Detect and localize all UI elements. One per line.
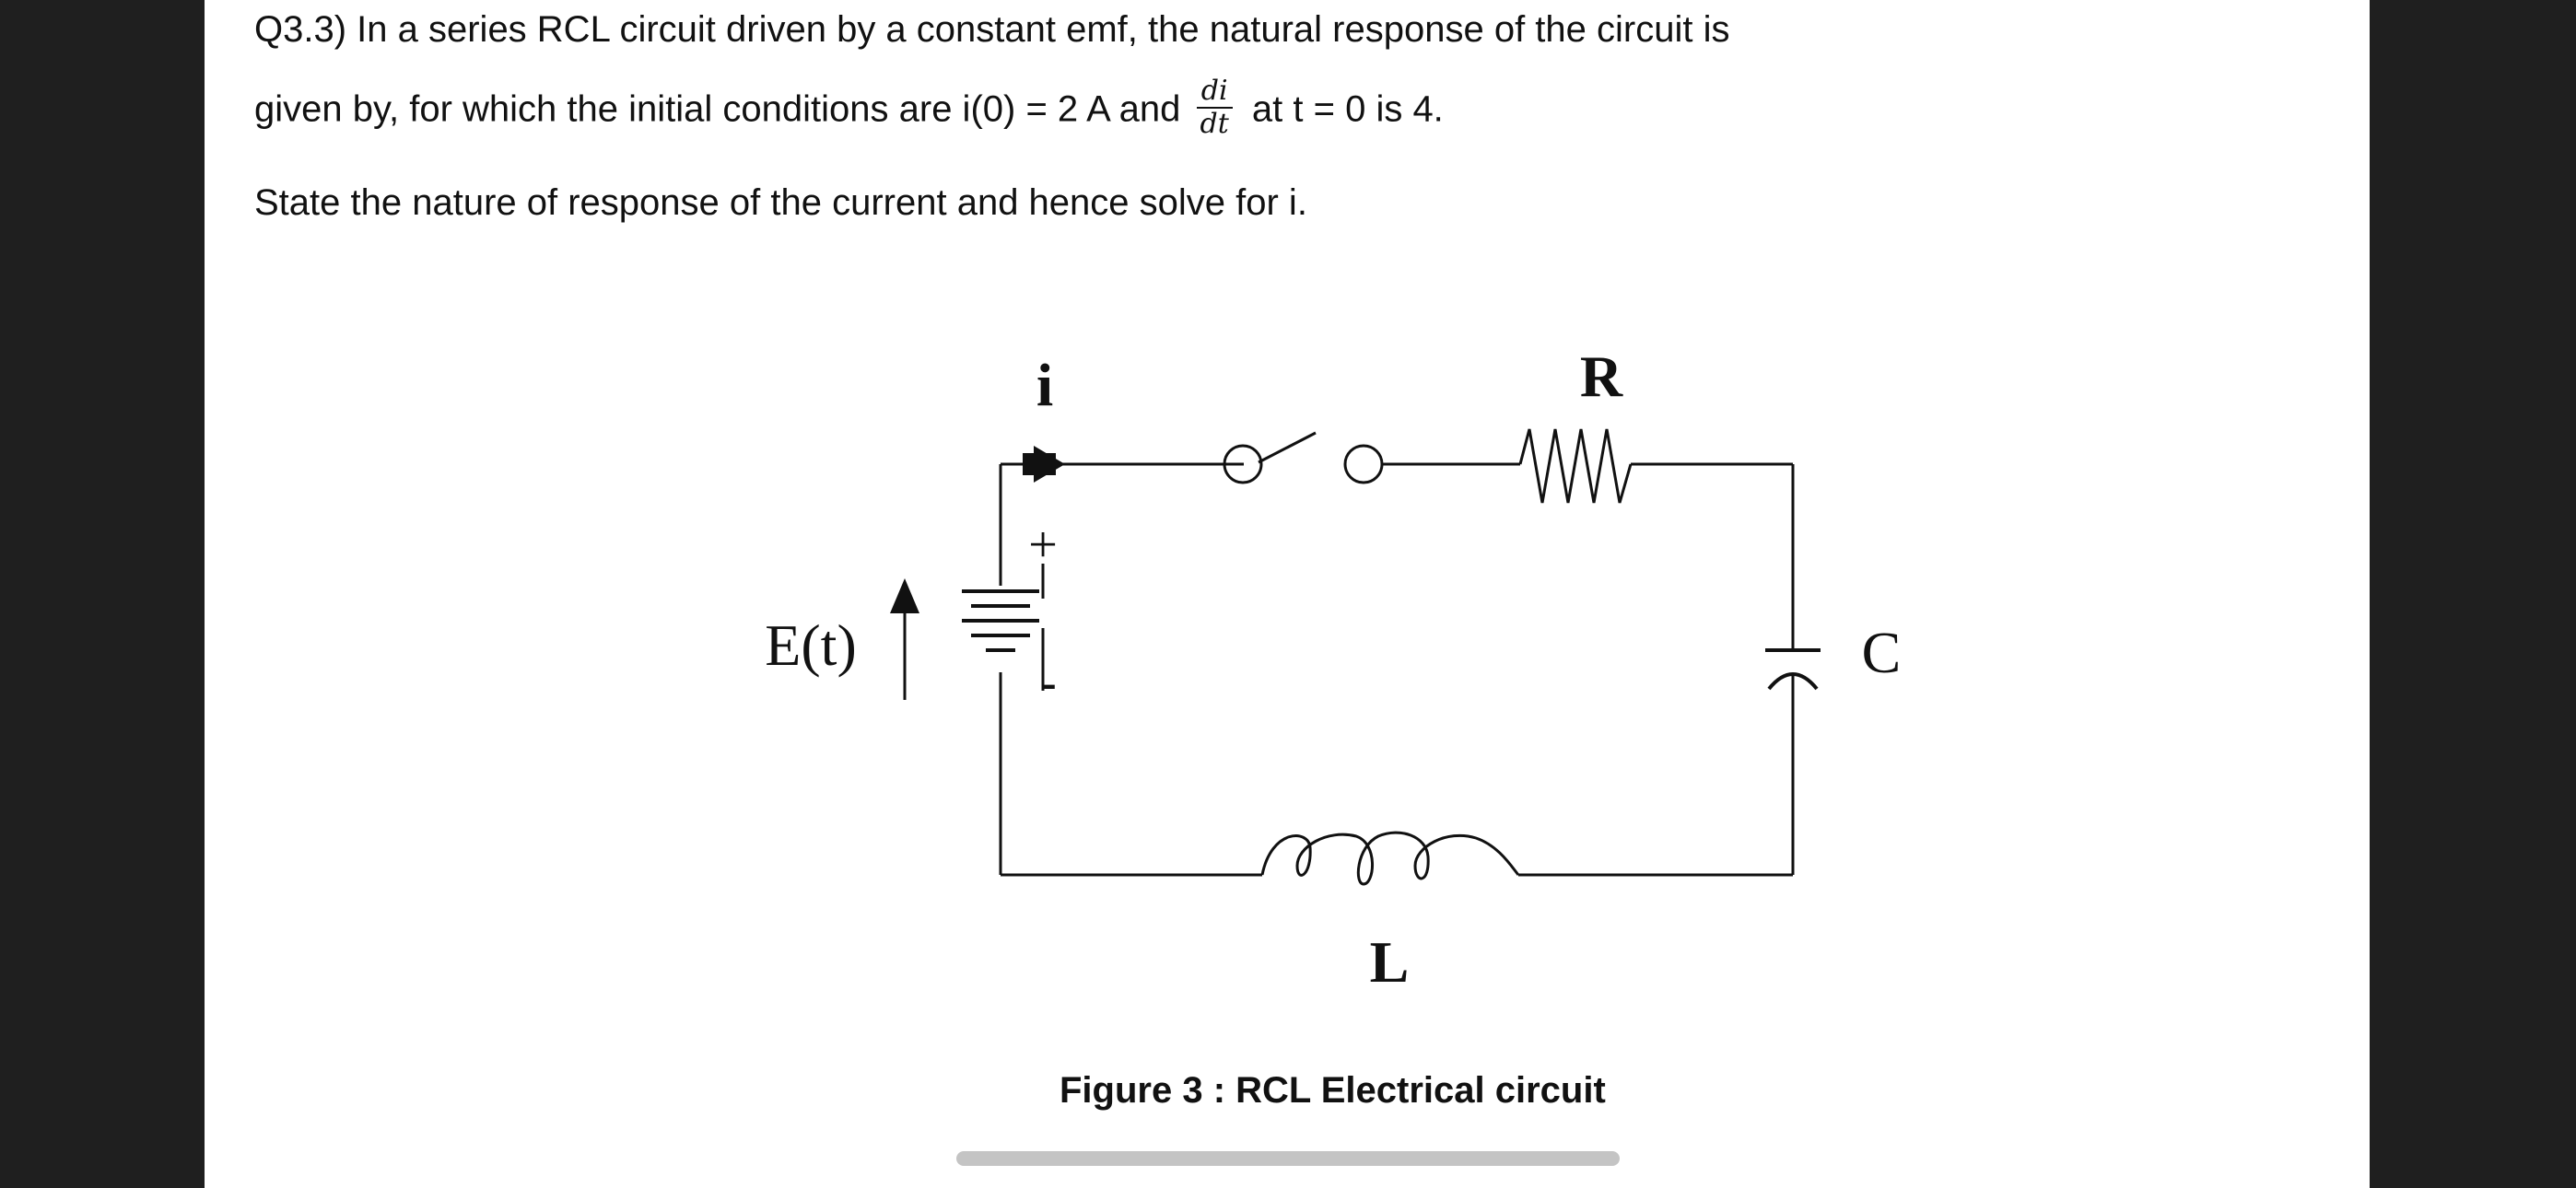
question-line-2: given by, for which the initial conditio… [254,76,1444,144]
source-label: E(t) [765,612,857,678]
capacitor-label: C [1862,620,1902,685]
resistor-zigzag [1518,428,1633,504]
document-page [205,0,2370,1188]
switch-contact-left [1223,444,1263,484]
current-label: i [1036,352,1053,419]
figure-caption: Figure 3 : RCL Electrical circuit [1060,1070,1606,1111]
question-line-2-start: given by, for which the initial conditio… [254,88,1181,130]
inductor-label: L [1370,929,1410,995]
question-line-1: Q3.3) In a series RCL circuit driven by … [254,9,1730,50]
emf-arrow-head [890,578,919,613]
derivative-fraction: di dt [1196,76,1233,140]
switch-contact-right [1343,444,1384,484]
question-line-2-end: at t = 0 is 4. [1251,88,1444,130]
fraction-denominator: dt [1200,108,1229,140]
current-arrow-tail [1023,453,1056,475]
switch-blade [1258,431,1317,464]
resistor-label: R [1580,344,1623,409]
battery-minus-label: - [1040,657,1056,709]
rcl-circuit-diagram: i R C L E(t) + - [765,344,1902,995]
fraction-numerator: di [1196,76,1233,109]
battery-plus-label: + [1028,517,1058,574]
horizontal-scrollbar[interactable] [956,1151,1620,1166]
question-line-3: State the nature of response of the curr… [254,182,1307,223]
inductor-coils [1260,831,1520,886]
